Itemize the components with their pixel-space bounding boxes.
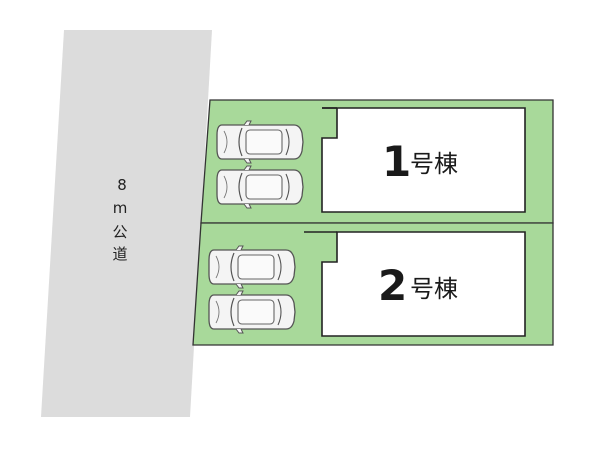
building-1-suffix: 号棟: [410, 150, 458, 178]
car-icon: [216, 120, 304, 164]
car-icon: [208, 290, 296, 334]
building-2-suffix: 号棟: [410, 275, 458, 303]
road-unit-label: m: [113, 199, 128, 217]
building-1: [321, 107, 526, 213]
car-icon: [208, 245, 296, 289]
building-2: [321, 231, 526, 337]
road: [41, 30, 212, 417]
building-2-number: 2: [378, 261, 407, 310]
building-1-number: 1: [382, 137, 411, 186]
car-icon: [216, 165, 304, 209]
road-kind-label-2: 道: [112, 245, 127, 263]
road-kind-label-1: 公: [112, 223, 127, 241]
road-width-label: 8: [117, 176, 127, 194]
